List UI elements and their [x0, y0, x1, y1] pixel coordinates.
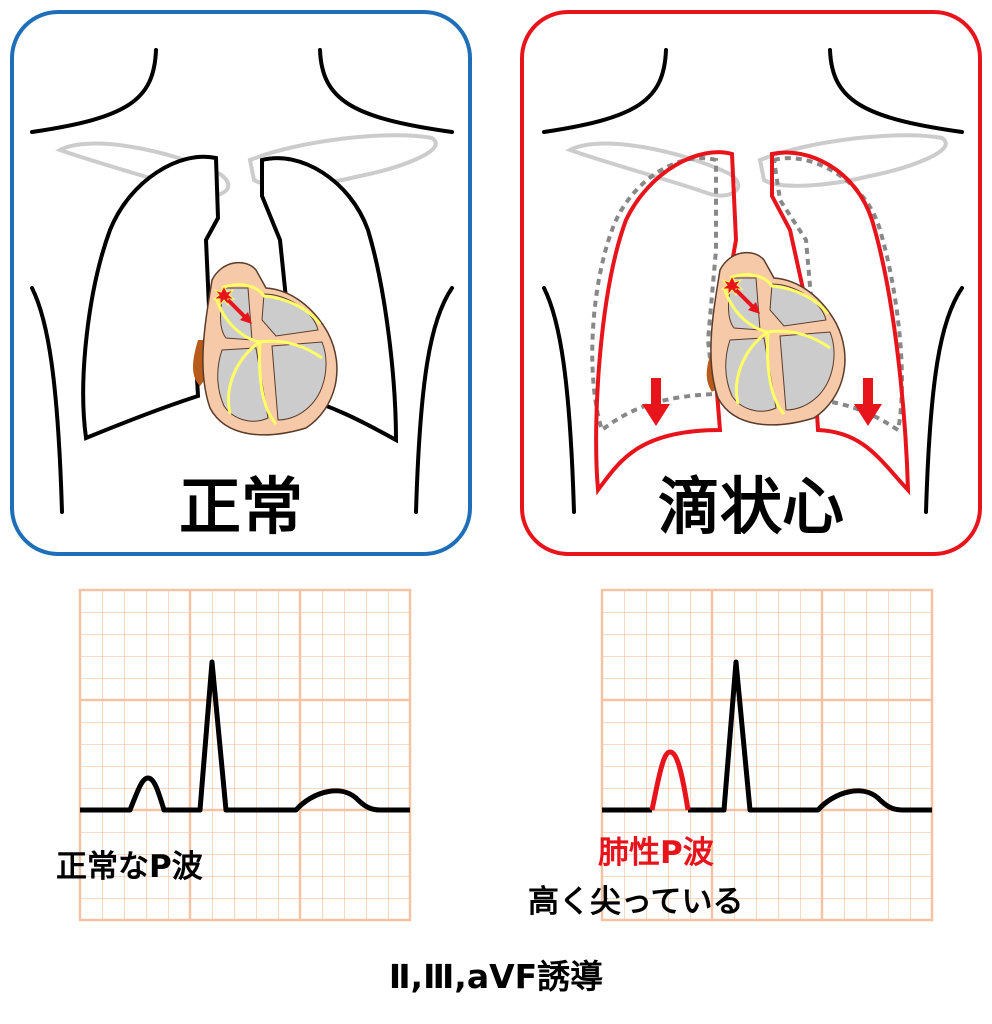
lead-caption: Ⅱ,Ⅲ,aVF誘導: [389, 957, 603, 996]
droplet-clavicles: [565, 133, 948, 198]
normal-body-outline: [30, 48, 454, 514]
normal-ecg: 正常なP波: [56, 588, 412, 922]
normal-title: 正常: [179, 470, 303, 543]
p-pulmonale-wave: [649, 749, 691, 811]
droplet-body-outline: [542, 48, 964, 514]
normal-p-wave-label: 正常なP波: [56, 849, 203, 885]
droplet-left-lung: [770, 150, 911, 496]
diaphragm-down-arrow-right: [854, 378, 882, 426]
droplet-normal-lung-outline: [590, 156, 904, 434]
diaphragm-down-arrow-left: [642, 378, 670, 426]
p-pulmonale-description: 高く尖っている: [528, 884, 743, 920]
p-pulmonale-label: 肺性P波: [598, 835, 714, 871]
normal-right-lung: [81, 154, 221, 441]
normal-ecg-grid: [80, 590, 410, 920]
normal-panel: 正常: [10, 10, 472, 556]
normal-ecg-trace: [80, 659, 410, 813]
droplet-panel: 滴状心: [520, 10, 982, 556]
droplet-ecg-baseline: [602, 659, 932, 813]
droplet-title: 滴状心: [658, 470, 844, 543]
droplet-ecg-major-grid: [600, 588, 934, 922]
droplet-ecg: 肺性P波 高く尖っている: [528, 588, 934, 922]
droplet-ecg-grid: [602, 590, 932, 920]
droplet-right-lung: [594, 150, 739, 496]
